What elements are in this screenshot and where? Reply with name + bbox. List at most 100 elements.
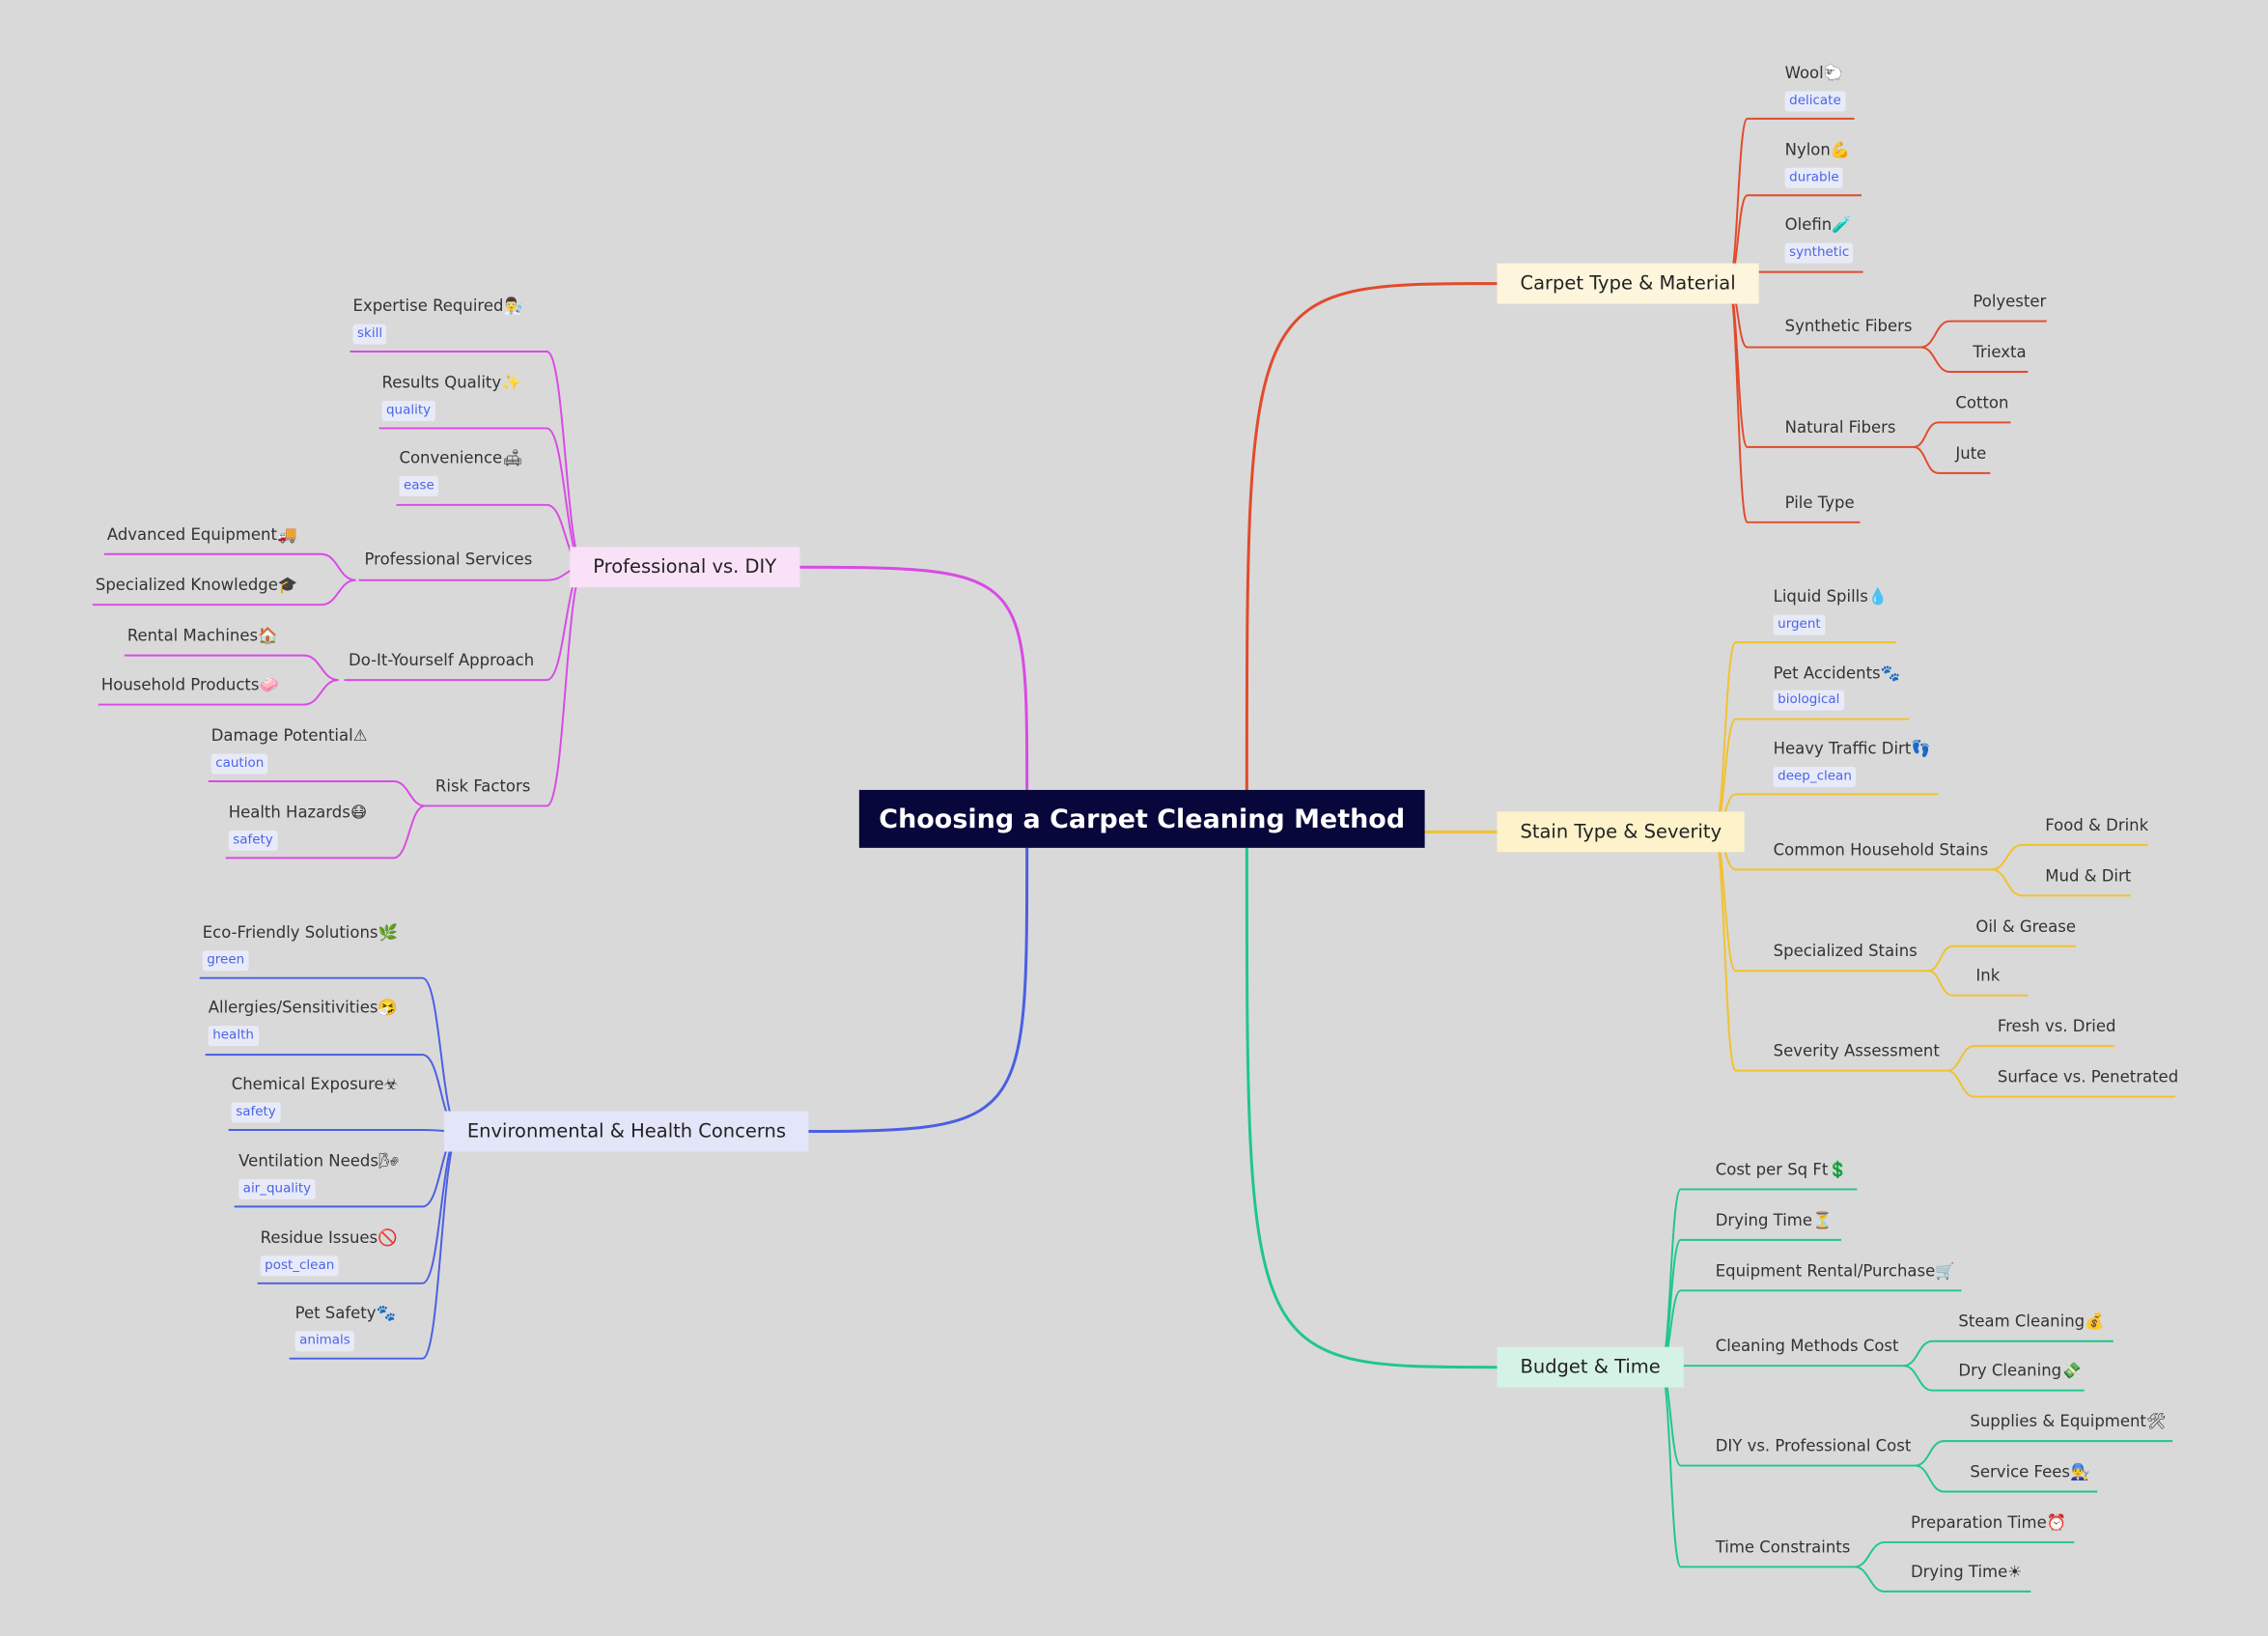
edge-dry <box>1903 1365 2085 1392</box>
tag-delicate: delicate <box>1784 91 1846 112</box>
node-food-drink[interactable]: Food & Drink <box>2045 815 2149 835</box>
edge-root-carpet <box>1245 282 1498 790</box>
tag-synthetic: synthetic <box>1784 242 1854 264</box>
node-allergies[interactable]: Allergies/Sensitivities🤧 <box>208 998 398 1018</box>
node-fresh-vs-dried[interactable]: Fresh vs. Dried <box>1997 1017 2116 1036</box>
tag-air-quality: air_quality <box>238 1178 316 1199</box>
node-cleaning-methods-cost[interactable]: Cleaning Methods Cost <box>1715 1337 1899 1356</box>
node-expertise-required[interactable]: Expertise Required👨‍🔬 <box>352 296 523 316</box>
node-nylon[interactable]: Nylon💪 <box>1784 140 1851 159</box>
edge-rental <box>124 654 339 682</box>
node-specialized-knowledge[interactable]: Specialized Knowledge🎓 <box>95 576 298 595</box>
node-time-constraints[interactable]: Time Constraints <box>1715 1537 1851 1557</box>
edge-damage <box>208 779 426 807</box>
edge-root-environment <box>786 847 1029 1134</box>
node-triexta[interactable]: Triexta <box>1973 343 2027 362</box>
edge-risk <box>425 566 586 807</box>
tag-deep-clean: deep_clean <box>1773 766 1857 787</box>
node-ventilation[interactable]: Ventilation Needs🌬 <box>238 1151 399 1171</box>
edge-jute <box>1913 445 1991 474</box>
tag-green: green <box>202 950 249 972</box>
node-steam-cleaning[interactable]: Steam Cleaning💰 <box>1958 1312 2105 1332</box>
node-residue-issues[interactable]: Residue Issues🚫 <box>260 1227 398 1248</box>
tag-skill: skill <box>352 324 387 345</box>
node-results-quality[interactable]: Results Quality✨ <box>381 373 521 392</box>
tag-post-clean: post_clean <box>260 1255 339 1277</box>
node-specialized-stains[interactable]: Specialized Stains <box>1773 942 1918 961</box>
node-pet-accidents[interactable]: Pet Accidents🐾 <box>1773 663 1901 684</box>
node-heavy-traffic-dirt[interactable]: Heavy Traffic Dirt👣 <box>1773 739 1931 758</box>
edge-triexta <box>1920 346 2029 373</box>
branch-environmental-health[interactable]: Environmental & Health Concerns <box>443 1111 809 1152</box>
node-common-household-stains[interactable]: Common Household Stains <box>1773 840 1989 860</box>
edge-household-products <box>98 679 339 706</box>
root-topic[interactable]: Choosing a Carpet Cleaning Method <box>858 789 1425 848</box>
node-pile-type[interactable]: Pile Type <box>1784 493 1855 513</box>
node-dry-cleaning[interactable]: Dry Cleaning💸 <box>1958 1361 2082 1381</box>
node-cotton[interactable]: Cotton <box>1955 393 2009 412</box>
edge-fresh <box>1946 1045 2115 1072</box>
node-convenience[interactable]: Convenience🛋 <box>399 448 523 467</box>
node-cost-per-sq-ft[interactable]: Cost per Sq Ft💲 <box>1715 1160 1848 1179</box>
tag-quality: quality <box>381 400 435 421</box>
edge-ink <box>1927 970 2029 997</box>
node-equipment-rental[interactable]: Equipment Rental/Purchase🛒 <box>1715 1261 1955 1281</box>
node-jute[interactable]: Jute <box>1955 443 1987 464</box>
node-synthetic-fibers[interactable]: Synthetic Fibers <box>1784 317 1913 336</box>
node-mud-dirt[interactable]: Mud & Dirt <box>2045 866 2132 886</box>
node-professional-services[interactable]: Professional Services <box>364 550 533 569</box>
edge-knowledge <box>92 578 356 606</box>
node-surface-vs-penetrated[interactable]: Surface vs. Penetrated <box>1997 1067 2179 1087</box>
edge-root-budget <box>1245 847 1498 1369</box>
node-preparation-time[interactable]: Preparation Time⏰ <box>1910 1512 2067 1533</box>
node-household-products[interactable]: Household Products🧼 <box>100 675 279 695</box>
node-health-hazards[interactable]: Health Hazards😷 <box>228 803 367 822</box>
tag-health: health <box>208 1026 259 1047</box>
node-advanced-equipment[interactable]: Advanced Equipment🚚 <box>106 524 297 545</box>
edge-traffic <box>1713 793 1939 833</box>
edge-supplies <box>1915 1440 2173 1467</box>
branch-carpet-type[interactable]: Carpet Type & Material <box>1497 263 1759 304</box>
node-diy-vs-professional-cost[interactable]: DIY vs. Professional Cost <box>1715 1436 1912 1456</box>
node-risk-factors[interactable]: Risk Factors <box>434 776 531 796</box>
branch-budget-time[interactable]: Budget & Time <box>1497 1346 1684 1388</box>
node-damage-potential[interactable]: Damage Potential⚠ <box>210 726 368 746</box>
node-oil-grease[interactable]: Oil & Grease <box>1975 917 2076 937</box>
node-chemical-exposure[interactable]: Chemical Exposure☣ <box>231 1075 399 1094</box>
node-ink[interactable]: Ink <box>1975 966 2001 986</box>
edge-methods <box>1660 1365 1904 1368</box>
edge-chemical <box>228 1129 461 1133</box>
edge-cotton <box>1913 421 2011 448</box>
tag-durable: durable <box>1784 167 1844 188</box>
tag-ease: ease <box>399 475 439 496</box>
edge-food <box>1991 843 2148 871</box>
tag-biological: biological <box>1773 690 1844 711</box>
edge-service <box>1915 1464 2098 1493</box>
edge-root-professional <box>786 565 1029 790</box>
edge-surface <box>1946 1069 2176 1098</box>
node-severity-assessment[interactable]: Severity Assessment <box>1773 1041 1940 1061</box>
edge-drying-sun <box>1854 1565 2031 1593</box>
branch-professional-vs-diy[interactable]: Professional vs. DIY <box>570 547 800 588</box>
node-supplies-equipment[interactable]: Supplies & Equipment🛠 <box>1970 1412 2167 1431</box>
edge-time <box>1659 1366 1855 1568</box>
tag-urgent: urgent <box>1773 614 1826 635</box>
edge-prep <box>1854 1540 2075 1568</box>
node-drying-time-sun[interactable]: Drying Time☀ <box>1910 1562 2023 1582</box>
node-polyester[interactable]: Polyester <box>1973 292 2047 312</box>
node-drying-time[interactable]: Drying Time⏳ <box>1715 1210 1833 1230</box>
node-rental-machines[interactable]: Rental Machines🏠 <box>126 626 278 646</box>
node-liquid-spills[interactable]: Liquid Spills💧 <box>1773 587 1889 606</box>
branch-stain-type[interactable]: Stain Type & Severity <box>1497 811 1746 853</box>
edge-mud <box>1991 868 2131 897</box>
node-service-fees[interactable]: Service Fees👨‍🔧 <box>1970 1462 2090 1482</box>
node-natural-fibers[interactable]: Natural Fibers <box>1784 417 1896 437</box>
node-diy-approach[interactable]: Do-It-Yourself Approach <box>349 651 535 670</box>
tag-caution: caution <box>210 753 268 775</box>
edge-steam <box>1903 1340 2114 1368</box>
node-olefin[interactable]: Olefin🧪 <box>1784 215 1852 235</box>
node-wool[interactable]: Wool🐑 <box>1784 63 1844 83</box>
node-pet-safety[interactable]: Pet Safety🐾 <box>294 1303 397 1323</box>
node-eco-friendly[interactable]: Eco-Friendly Solutions🌿 <box>202 922 399 943</box>
